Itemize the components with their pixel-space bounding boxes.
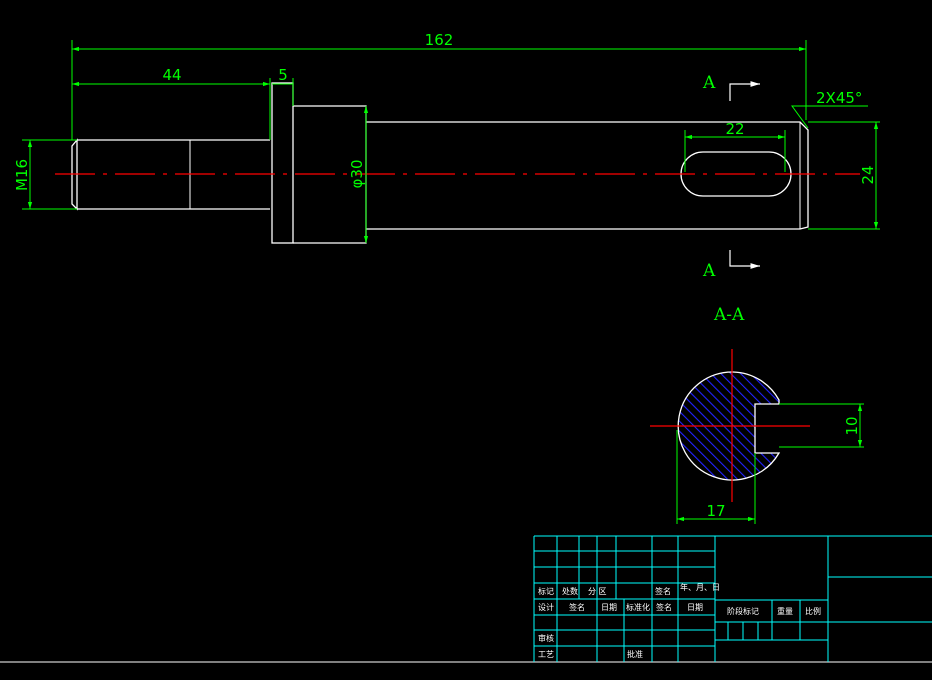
tb-std: 标准化 [626,602,650,612]
dimensions [22,40,880,243]
tb-stage: 阶段标记 [727,606,759,616]
dim-overall-length: 162 [425,31,454,49]
section-markers [729,81,760,269]
dim-flat-width: 10 [843,416,861,435]
dim-chamfer: 2X45° [816,89,862,107]
tb-date1: 年、月、日 [680,582,720,592]
tb-sign2: 签名 [569,602,585,612]
tb-design: 设计 [538,602,554,612]
tb-approve: 批准 [627,649,643,659]
section-title: A-A [713,305,745,325]
shaft-outline [71,82,809,244]
end-body [366,121,809,230]
dim-flat-depth: 17 [706,502,725,520]
dim-collar-width: 5 [278,66,288,84]
dim-slot-length: 22 [725,120,744,138]
dim-thread-dia: M16 [13,159,31,191]
tb-process: 工艺 [538,650,554,659]
tb-date3: 日期 [687,603,703,612]
section-view: 10 17 [650,349,864,524]
tb-sign1: 签名 [655,586,671,596]
dim-end-dia: 24 [859,165,877,184]
tb-weight: 重量 [777,606,793,616]
tb-date2: 日期 [601,603,617,612]
key-slot [680,151,792,197]
dim-main-dia: φ30 [348,160,366,189]
collar [271,82,294,244]
tb-scale: 比例 [805,606,821,616]
tb-area: 分 区 [588,587,607,596]
dim-thread-length: 44 [162,66,181,84]
title-block [0,535,932,663]
tb-mark: 标记 [538,586,554,596]
tb-review: 审核 [538,633,554,643]
tb-sign3: 签名 [656,602,672,612]
section-mark-top: A [702,73,716,93]
section-mark-bottom: A [702,261,716,281]
tb-qty: 处数 [562,586,578,596]
